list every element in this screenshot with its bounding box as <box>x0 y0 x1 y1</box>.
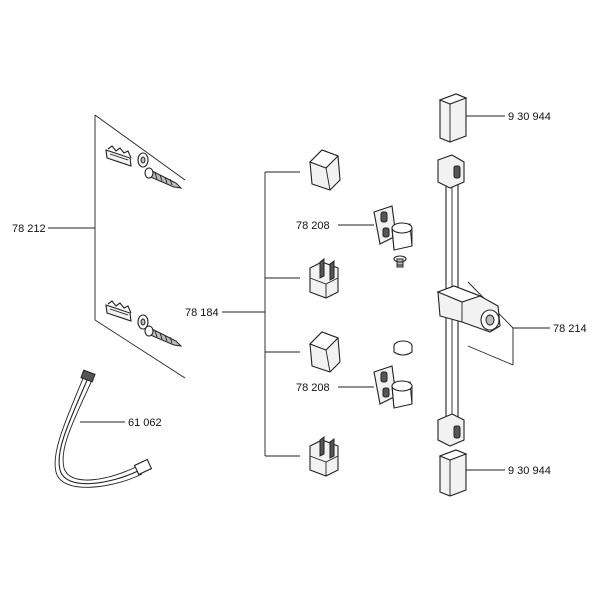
wall-brackets-tree <box>264 171 300 457</box>
end-cap-icon <box>438 93 468 143</box>
holder-upper-label: 78 208 <box>296 220 330 232</box>
slider-icon <box>436 285 501 333</box>
wall-bracket-clip-icon <box>309 436 339 477</box>
end-cap-icon <box>438 449 468 497</box>
holder-cap-icon <box>393 340 413 356</box>
anchor-set-label: 78 212 <box>12 223 46 235</box>
washer-icon <box>137 314 149 330</box>
wall-bracket-cap-icon <box>309 149 341 191</box>
end-cap-top-label: 9 30 944 <box>508 111 551 123</box>
screw-icon <box>144 325 183 347</box>
holder-icon <box>373 205 413 251</box>
anchor-set-frame <box>94 114 186 379</box>
holder-lower-label: 78 208 <box>296 382 330 394</box>
end-cap-bottom-label: 9 30 944 <box>508 465 551 477</box>
wall-bracket-cap-icon <box>309 331 341 373</box>
holder-icon <box>373 365 413 409</box>
hose-label: 61 062 <box>128 417 162 429</box>
washer-icon <box>137 152 149 168</box>
wall-brackets-label: 78 184 <box>185 307 219 319</box>
anchor-set-group: 78 212 <box>12 114 186 379</box>
screw-icon <box>144 167 183 189</box>
screw-icon <box>393 255 407 268</box>
shower-rail-group: 78 214 <box>436 154 587 447</box>
dowel-icon <box>105 145 132 167</box>
dowel-icon <box>105 300 132 322</box>
hose-icon <box>54 369 153 488</box>
shower-rail-label: 78 214 <box>553 323 587 335</box>
wall-bracket-clip-icon <box>309 258 339 299</box>
wall-brackets-group: 78 184 <box>185 149 341 477</box>
